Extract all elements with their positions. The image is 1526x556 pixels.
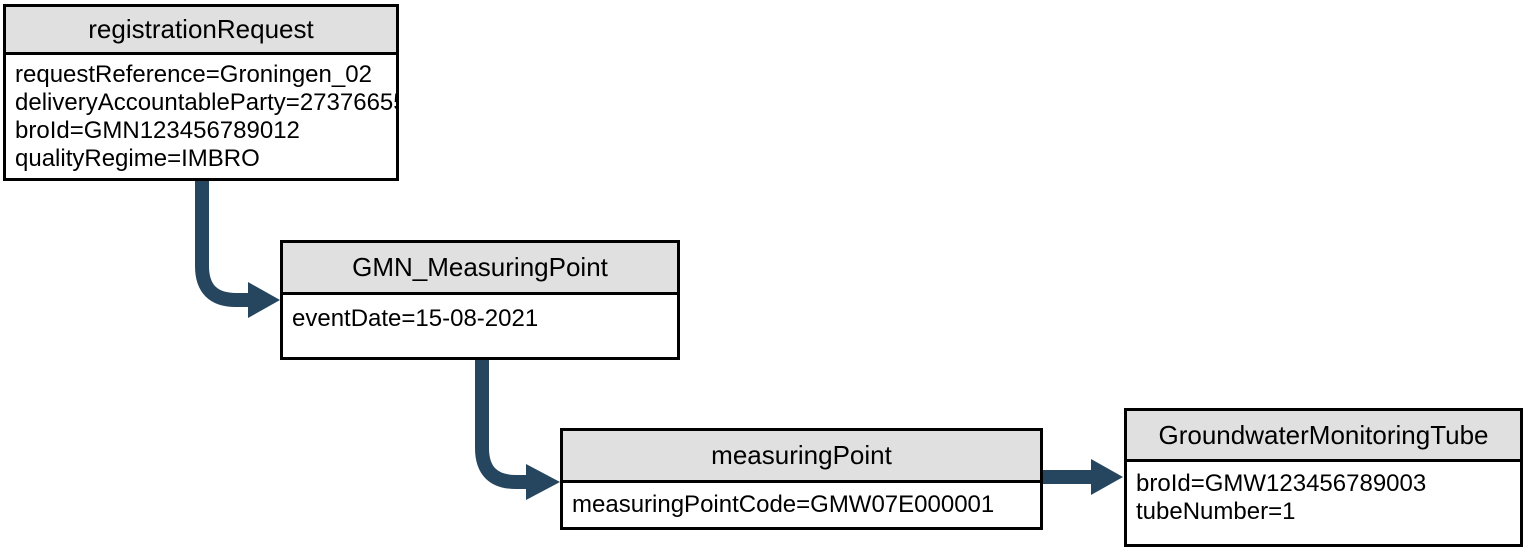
- node-title: measuringPoint: [711, 440, 892, 470]
- node-header: registrationRequest: [6, 7, 396, 55]
- node-measuring-point: measuringPoint measuringPointCode=GMW07E…: [560, 428, 1043, 530]
- node-title: GMN_MeasuringPoint: [352, 252, 608, 282]
- node-attribute: requestReference=Groningen_02: [15, 61, 372, 88]
- arrowhead-right-icon: [526, 464, 560, 500]
- node-groundwater-monitoring-tube: GroundwaterMonitoringTube broId=GMW12345…: [1124, 408, 1523, 547]
- connector-measuringpoint-to-groundwatermonitoringtube: [1043, 459, 1123, 495]
- node-attribute: broId=GMW123456789003: [1136, 470, 1427, 497]
- connector-gmn-measuringpoint-to-measuringpoint: [475, 360, 560, 500]
- arrowhead-right-icon: [248, 282, 280, 318]
- node-attribute: broId=GMN123456789012: [15, 117, 300, 144]
- arrowhead-right-icon: [1091, 459, 1123, 495]
- node-body: measuringPointCode=GMW07E000001: [563, 483, 1040, 527]
- node-title: registrationRequest: [88, 14, 314, 44]
- node-attribute: deliveryAccountableParty=27376655: [15, 89, 396, 116]
- node-header: GMN_MeasuringPoint: [283, 243, 677, 295]
- node-title: GroundwaterMonitoringTube: [1158, 419, 1489, 450]
- node-body: requestReference=Groningen_02 deliveryAc…: [6, 55, 396, 178]
- node-header: GroundwaterMonitoringTube: [1127, 411, 1520, 462]
- connector-registrationrequest-to-gmn-measuringpoint: [195, 181, 280, 318]
- node-attribute: qualityRegime=IMBRO: [15, 145, 260, 172]
- node-attribute: eventDate=15-08-2021: [292, 305, 539, 332]
- node-body: broId=GMW123456789003 tubeNumber=1: [1127, 462, 1520, 544]
- node-registration-request: registrationRequest requestReference=Gro…: [3, 4, 399, 181]
- node-gmn-measuring-point: GMN_MeasuringPoint eventDate=15-08-2021: [280, 240, 680, 360]
- node-attribute: tubeNumber=1: [1136, 498, 1296, 525]
- node-attribute: measuringPointCode=GMW07E000001: [572, 491, 995, 518]
- node-body: eventDate=15-08-2021: [283, 295, 677, 357]
- node-header: measuringPoint: [563, 431, 1040, 483]
